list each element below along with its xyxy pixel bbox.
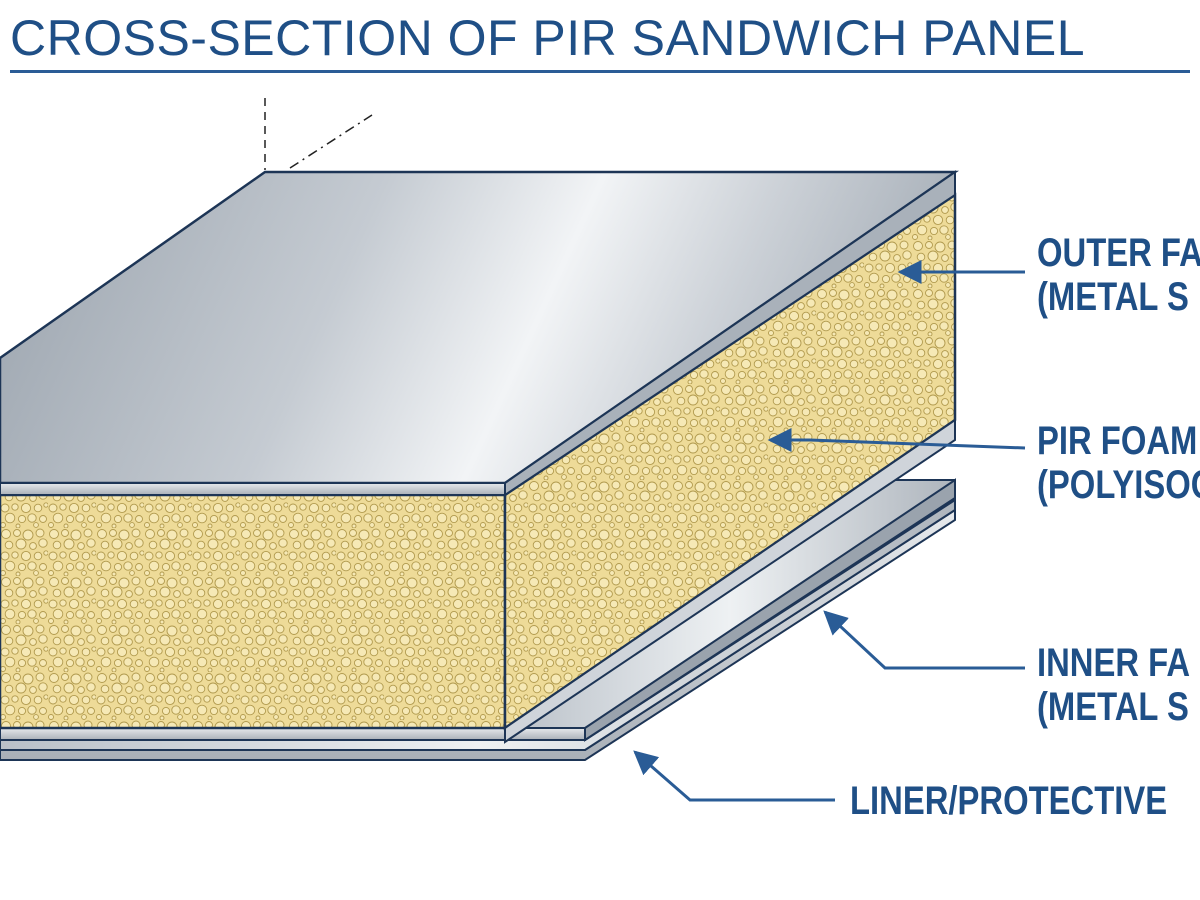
leader-pir-foam <box>767 428 1026 452</box>
label-pir-foam-line1: PIR FOAM <box>1037 419 1198 463</box>
label-outer-facing-line1: OUTER FA <box>1037 231 1200 275</box>
title-underline <box>10 70 1190 73</box>
foam-bottom-metal-strip <box>504 418 956 744</box>
inner-facing-sheet-front <box>0 727 586 741</box>
label-inner-facing-line2: (METAL S <box>1037 685 1189 729</box>
outer-facing-front-edge <box>0 482 506 496</box>
leader-liner <box>633 750 835 802</box>
label-outer-facing-line2: (METAL S <box>1037 275 1189 319</box>
construction-line-diagonal-top <box>289 114 373 169</box>
outer-facing-side-edge <box>504 170 956 497</box>
inner-facing-sheet-side <box>584 478 956 742</box>
page-title: CROSS-SECTION OF PIR SANDWICH PANEL <box>10 10 1086 66</box>
label-liner: LINER/PROTECTIVE <box>850 779 1168 823</box>
label-pir-foam-line2: (POLYISOC <box>1037 463 1200 507</box>
label-inner-facing-line1: INNER FA <box>1037 641 1191 685</box>
foam-front-face <box>0 493 507 730</box>
leader-inner-facing <box>823 610 1025 670</box>
